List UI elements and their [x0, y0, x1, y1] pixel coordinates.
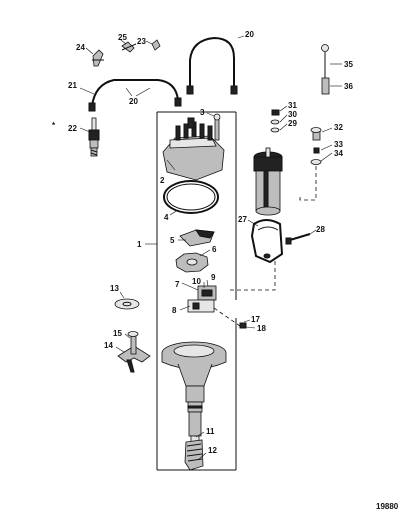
cap-gasket	[163, 180, 219, 216]
spark-plug	[79, 117, 100, 157]
callout-8: 8	[172, 306, 177, 315]
callout-18: 18	[257, 324, 266, 333]
callout-23: 23	[137, 37, 146, 46]
callout-3: 3	[200, 108, 205, 117]
bracket-bolt	[285, 229, 317, 245]
callout-2: 2	[160, 176, 165, 185]
callout-5: 5	[170, 236, 175, 245]
distributor-cap	[162, 117, 225, 181]
coil-bracket	[247, 219, 284, 264]
ground-wire	[213, 307, 256, 329]
callout-20-bottom: 20	[129, 97, 138, 106]
callout-36: 36	[344, 82, 353, 91]
rotor	[178, 229, 215, 247]
drive-gear	[184, 431, 207, 471]
pickup-module	[179, 279, 217, 313]
callout-1: 1	[137, 240, 142, 249]
callout-13: 13	[110, 284, 119, 293]
plug-lead-wire	[79, 79, 182, 112]
distributor-assembly-bracket	[145, 111, 237, 471]
callout-24: 24	[76, 43, 85, 52]
coil-hardware	[270, 105, 288, 133]
callout-21: 21	[68, 81, 77, 90]
hold-down-clamp	[115, 331, 151, 373]
callout-20-top: 20	[245, 30, 254, 39]
callout-9: 9	[211, 273, 216, 282]
callout-7: 7	[175, 280, 180, 289]
sensor-lead	[321, 44, 342, 95]
terminal-hardware	[310, 127, 333, 165]
callout-11: 11	[206, 427, 215, 436]
callout-31: 31	[288, 101, 297, 110]
callout-30: 30	[288, 110, 297, 119]
callout-29: 29	[288, 119, 297, 128]
callout-4: 4	[164, 213, 169, 222]
callout-27: 27	[238, 215, 247, 224]
callout-25: 25	[118, 33, 127, 42]
ignition-coil	[253, 147, 283, 216]
asterisk-mark: *	[52, 121, 56, 130]
callout-12: 12	[208, 446, 217, 455]
callout-17: 17	[251, 315, 260, 324]
callout-34: 34	[334, 149, 343, 158]
callout-10: 10	[192, 277, 201, 286]
callout-6: 6	[212, 245, 217, 254]
cap-screw	[206, 112, 221, 141]
callout-28: 28	[316, 225, 325, 234]
reluctor	[175, 249, 211, 273]
coil-lead-wire	[186, 35, 245, 95]
figure-number: 19880	[376, 502, 399, 511]
callout-15: 15	[113, 329, 122, 338]
callout-14: 14	[104, 341, 113, 350]
washer	[114, 291, 140, 310]
routing-dashes	[230, 166, 317, 291]
wire-clips	[85, 39, 161, 67]
callout-35: 35	[344, 60, 353, 69]
callout-22: 22	[68, 124, 77, 133]
callout-33: 33	[334, 140, 343, 149]
distributor-housing	[161, 341, 227, 443]
callout-32: 32	[334, 123, 343, 132]
